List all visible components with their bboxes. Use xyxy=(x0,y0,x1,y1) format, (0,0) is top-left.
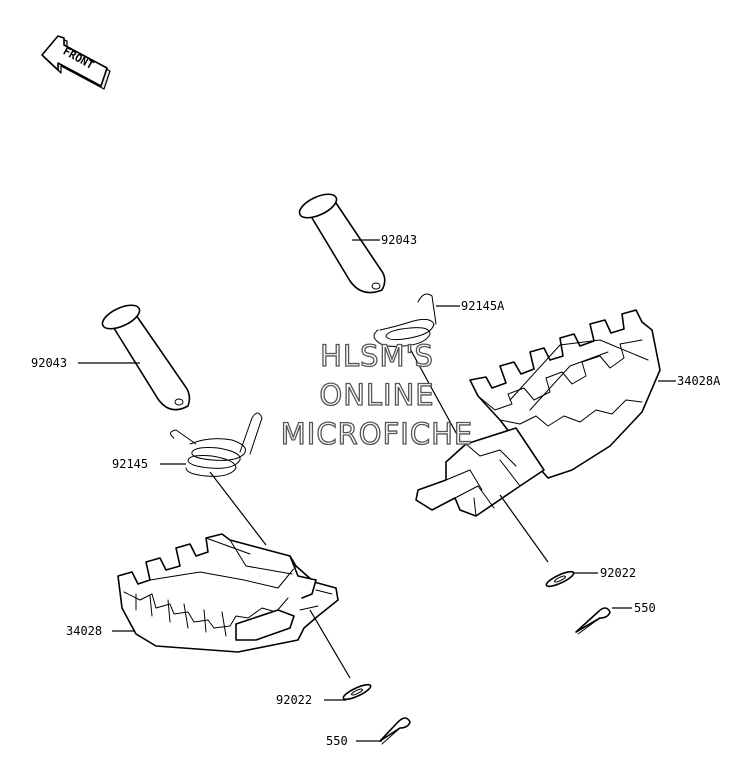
footpeg-left xyxy=(117,533,339,653)
spring-lower xyxy=(170,412,263,477)
pin-upper xyxy=(298,193,386,294)
watermark-line-1: HLSM'S xyxy=(320,339,434,373)
cotter-pin-right xyxy=(575,607,611,635)
washer-right xyxy=(545,570,575,588)
label-footpeg-left: 34028 xyxy=(66,624,102,638)
front-arrow-icon: FRONT xyxy=(41,35,111,90)
label-spring-lower: 92145 xyxy=(112,457,148,471)
label-washer-right: 92022 xyxy=(600,566,636,580)
pin-lower xyxy=(101,304,191,411)
label-spring-upper: 92145A xyxy=(461,299,505,313)
label-cotter-right: 550 xyxy=(634,601,656,615)
watermark-line-2: ONLINE xyxy=(319,378,434,412)
watermark: HLSM'S ONLINE MICROFICHE xyxy=(280,338,473,451)
footpeg-right xyxy=(415,309,661,517)
label-pin-upper: 92043 xyxy=(381,233,417,247)
watermark-line-3: MICROFICHE xyxy=(281,417,473,451)
label-footpeg-right: 34028A xyxy=(677,374,721,388)
label-washer-left: 92022 xyxy=(276,693,312,707)
label-pin-lower: 92043 xyxy=(31,356,67,370)
cotter-pin-left xyxy=(379,717,411,745)
washer-left xyxy=(342,683,372,701)
spring-upper xyxy=(373,293,437,347)
label-cotter-left: 550 xyxy=(326,734,348,748)
